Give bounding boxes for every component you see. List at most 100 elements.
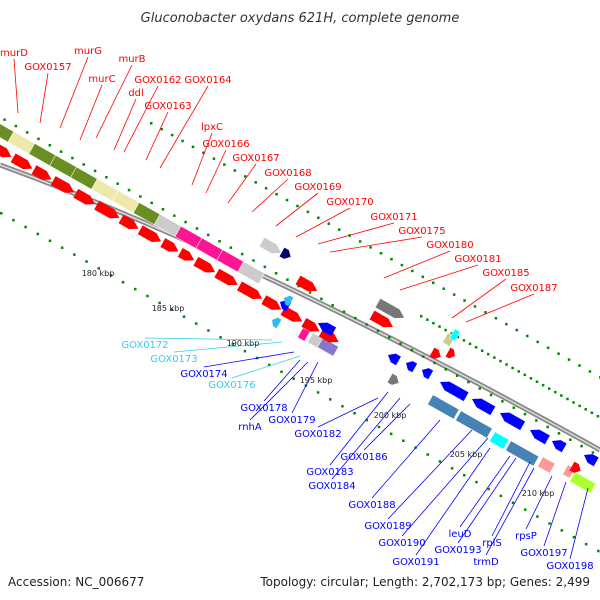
leader-line — [399, 264, 479, 291]
leader-line — [231, 355, 301, 379]
gene-label: GOX0166 — [202, 139, 249, 150]
leader-line — [451, 278, 507, 319]
leader-line — [39, 72, 49, 124]
tick-mark — [489, 393, 493, 397]
gene-label: murG — [74, 46, 102, 57]
tick-mark — [480, 349, 484, 352]
tick-mark — [584, 542, 588, 546]
tick-mark — [536, 515, 539, 518]
tick-mark — [426, 318, 429, 321]
gene-label: leuD — [449, 529, 472, 540]
forward-gene-arrow — [369, 310, 393, 328]
tick-mark — [158, 301, 161, 305]
tick-mark — [233, 169, 237, 172]
forward-gene-arrow — [10, 153, 33, 170]
tick-mark — [566, 397, 569, 401]
leader-line — [387, 429, 473, 520]
gene-label: murB — [118, 54, 145, 65]
tick-mark — [572, 401, 575, 404]
tick-mark — [402, 439, 405, 442]
tick-mark — [588, 370, 592, 373]
gene-label: GOX0162 — [134, 75, 181, 86]
gene-label: GOX0184 — [308, 481, 355, 492]
tick-mark — [390, 257, 393, 261]
gene-arrow — [259, 237, 282, 254]
reverse-gene-arrow — [500, 412, 526, 431]
tick-mark — [353, 411, 356, 415]
tick-mark — [292, 377, 295, 380]
gene-label: GOX0181 — [454, 254, 501, 265]
tick-mark — [512, 406, 515, 409]
gene-label: GOX0186 — [340, 452, 387, 463]
tick-mark — [578, 404, 581, 408]
tick-mark — [462, 339, 466, 342]
gene-label: GOX0187 — [510, 283, 557, 294]
leader-line — [317, 222, 395, 245]
tick-mark — [590, 411, 594, 415]
gene-label: GOX0188 — [348, 500, 395, 511]
forward-gene-arrow — [177, 248, 195, 261]
gene-label: rnhA — [238, 422, 262, 433]
tick-mark — [444, 328, 447, 332]
forward-gene-arrow — [0, 142, 12, 158]
tick-mark — [535, 380, 539, 383]
cog-block — [427, 394, 460, 420]
tick-mark — [369, 246, 372, 249]
tick-mark — [252, 259, 255, 262]
reverse-gene-arrow — [440, 381, 469, 402]
tick-mark — [494, 316, 498, 320]
gene-label: GOX0180 — [426, 240, 473, 251]
leader-line — [371, 419, 441, 499]
reverse-gene-arrow — [472, 398, 496, 416]
tick-mark — [523, 373, 527, 377]
tick-mark — [515, 328, 519, 332]
tick-mark — [264, 186, 268, 190]
gene-label: GOX0164 — [184, 75, 231, 86]
gene-label: GOX0183 — [306, 467, 353, 478]
scale-tick-label: 185 kbp — [152, 304, 185, 313]
leader-line — [415, 447, 491, 556]
tick-mark — [358, 240, 362, 243]
scale-tick-label: 195 kbp — [300, 376, 333, 385]
tick-mark — [285, 198, 289, 202]
leader-line — [113, 98, 137, 151]
tick-mark — [426, 453, 429, 456]
scale-tick-label: 200 kbp — [374, 411, 407, 420]
tick-mark — [212, 157, 216, 160]
leader-line — [159, 85, 209, 169]
tick-mark — [377, 425, 381, 429]
leader-line — [317, 397, 379, 428]
reverse-gene-arrow — [406, 361, 418, 373]
forward-gene-arrow — [569, 461, 581, 473]
tick-mark — [316, 391, 320, 394]
tick-mark — [121, 280, 125, 284]
gene-label: GOX0193 — [434, 545, 481, 556]
tick-mark — [410, 348, 414, 352]
leader-line — [525, 475, 553, 530]
tick-mark — [432, 321, 435, 325]
leader-line — [59, 56, 89, 129]
gene-label: trmD — [473, 557, 499, 568]
tick-mark — [202, 151, 205, 155]
tick-mark — [320, 297, 323, 301]
tick-mark — [474, 346, 478, 349]
tick-mark — [223, 163, 226, 166]
tick-mark — [468, 342, 472, 346]
leader-line — [249, 361, 309, 421]
tick-mark — [456, 335, 460, 339]
tick-mark — [379, 251, 383, 255]
tick-mark — [484, 311, 487, 314]
tick-mark — [243, 349, 247, 353]
tick-mark — [161, 208, 165, 211]
leader-line — [95, 64, 133, 139]
tick-mark — [438, 460, 442, 463]
gene-label: lpxC — [201, 122, 223, 133]
scale-tick-label: 205 kbp — [450, 450, 483, 459]
tick-mark — [317, 216, 320, 220]
cog-block — [237, 261, 265, 285]
tick-mark — [195, 227, 199, 230]
gene-label: GOX0185 — [482, 268, 529, 279]
gene-label: GOX0170 — [326, 197, 373, 208]
